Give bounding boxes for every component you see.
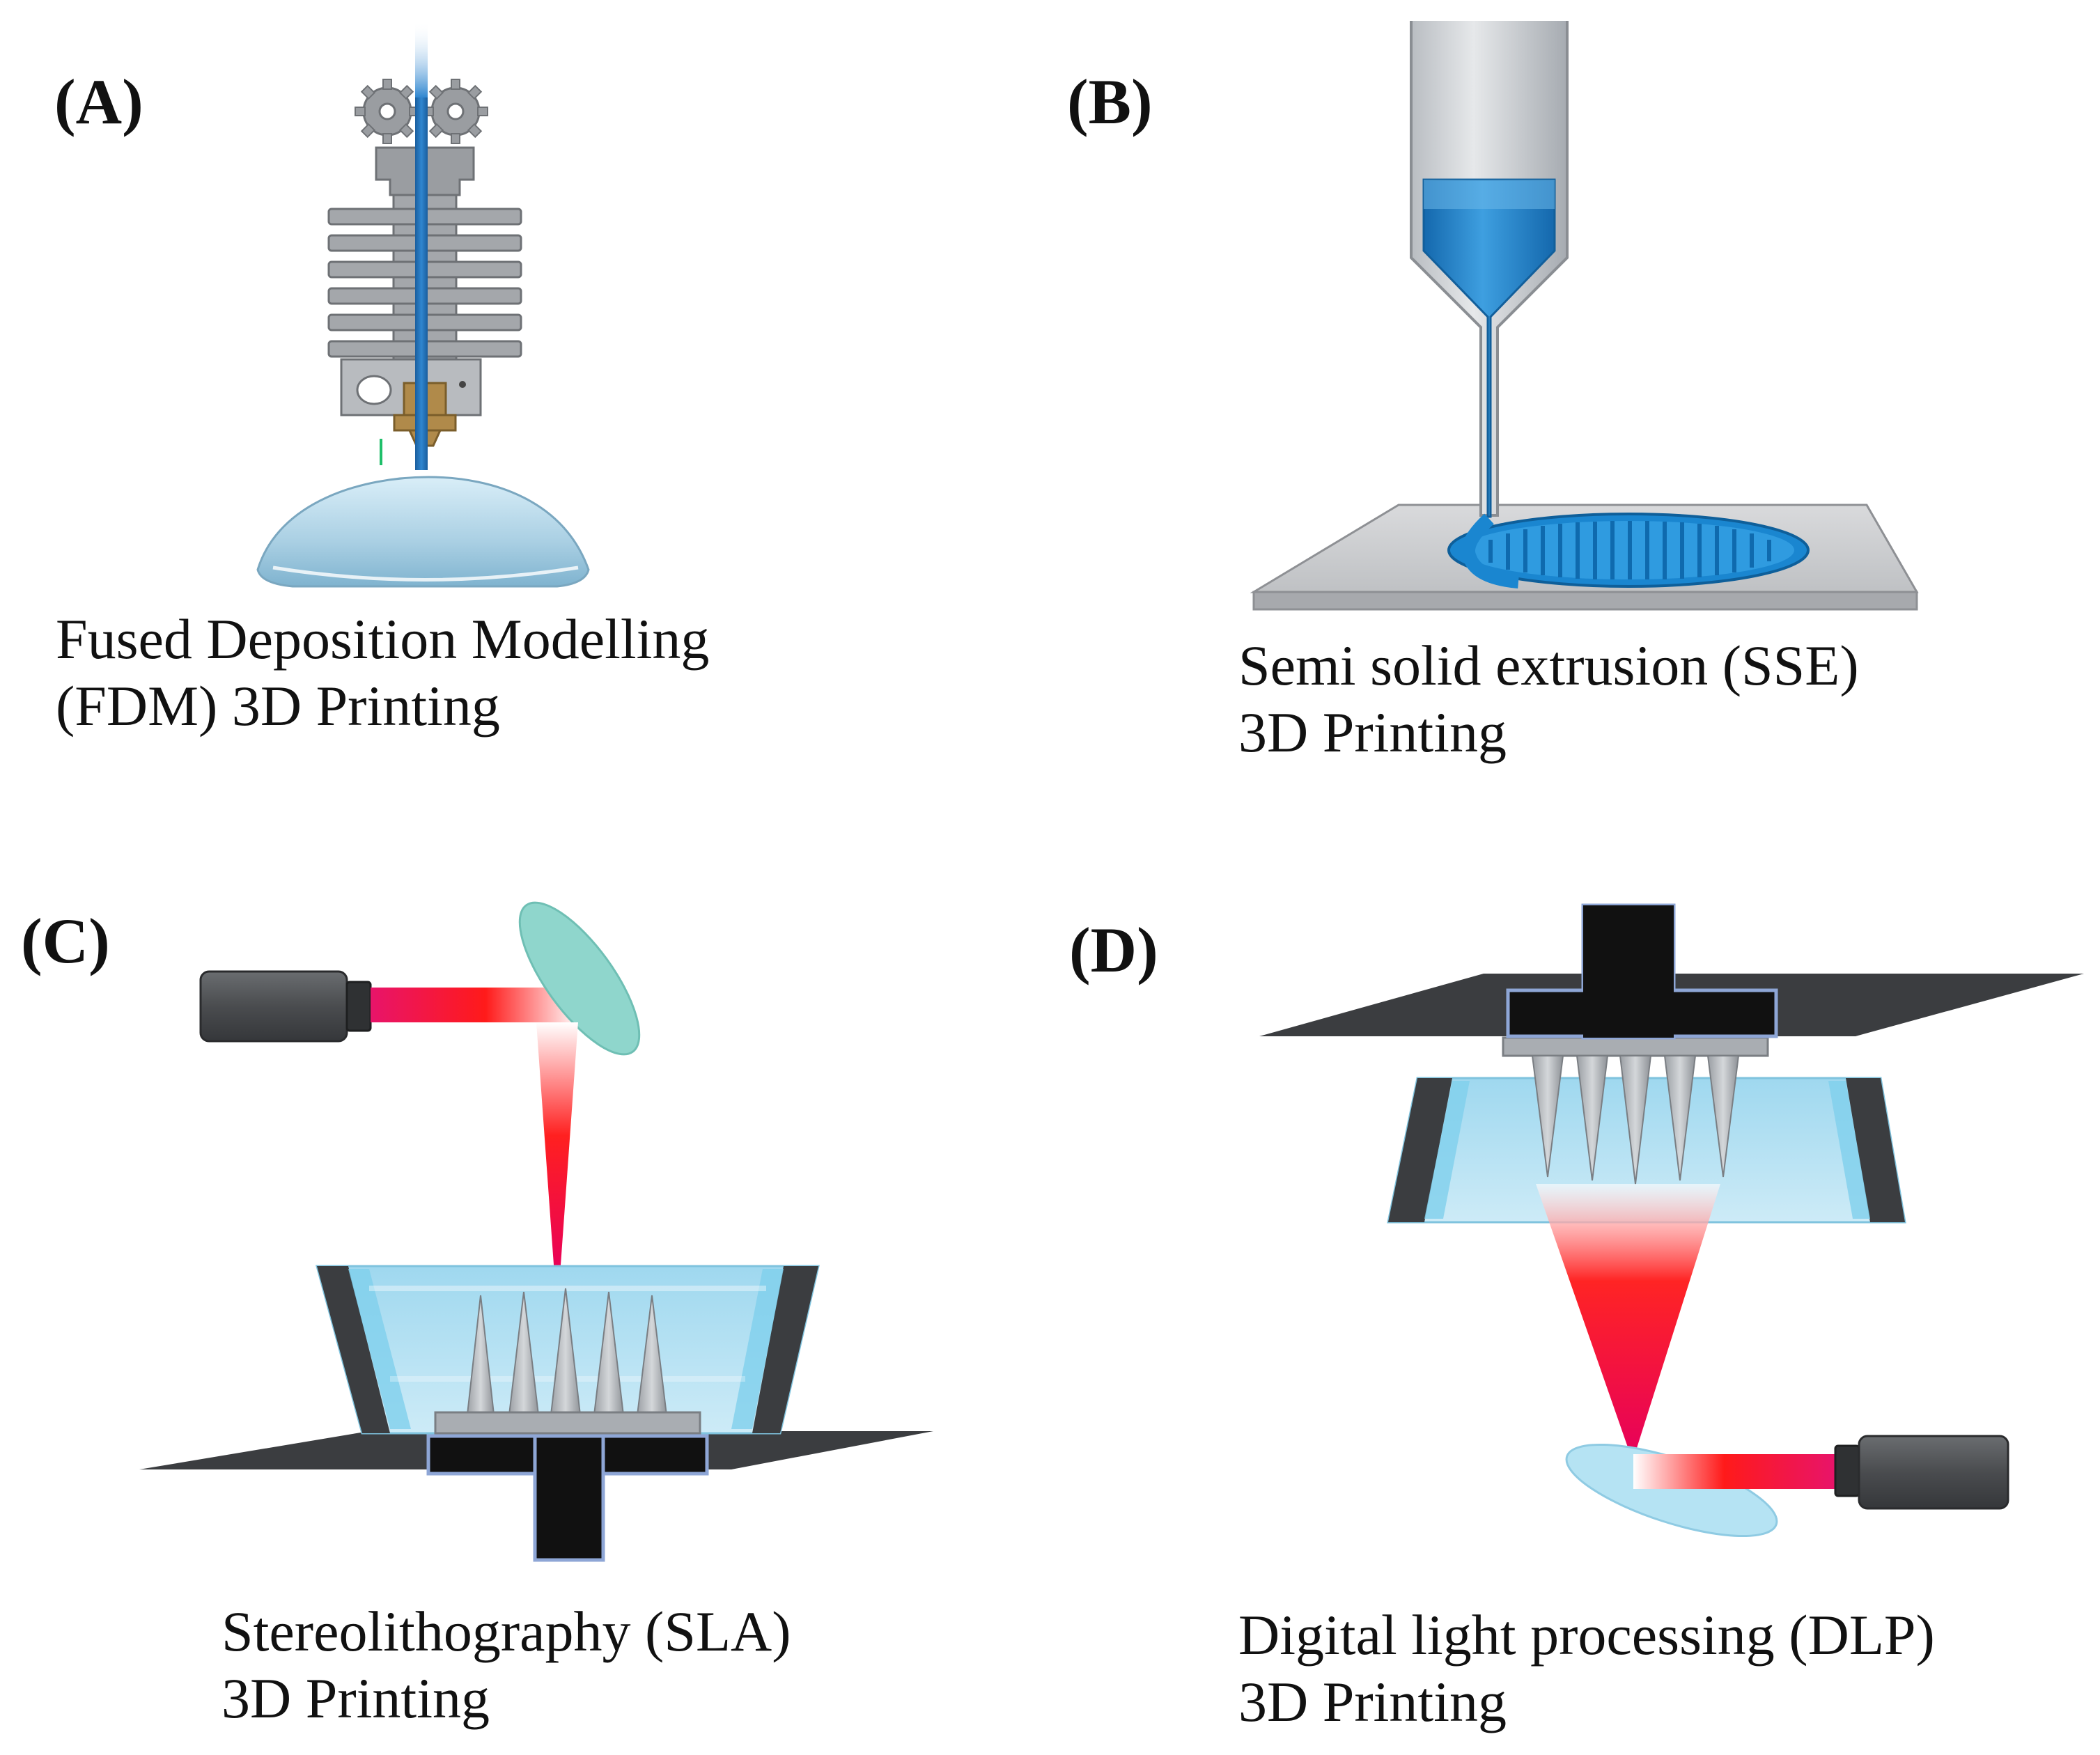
filament-top [415, 21, 428, 98]
mirror-icon [518, 901, 641, 1056]
panel-b-caption-line2: 3D Printing [1238, 701, 1507, 764]
filament [415, 98, 428, 470]
panel-d-caption-line1: Digital light processing (DLP) [1238, 1603, 1935, 1667]
laser-beam-horizontal [371, 988, 580, 1022]
laser-source-icon [199, 970, 372, 1043]
build-platform-icon [1506, 903, 1778, 1040]
panel-b-caption: Semi solid extrusion (SSE) 3D Printing [1238, 632, 1859, 766]
dlp-illustration [1259, 903, 2084, 1538]
panel-a-caption-line2: (FDM) 3D Printing [56, 674, 500, 738]
panel-c-label: (C) [21, 905, 110, 976]
laser-beam-vertical [536, 1022, 578, 1274]
panel-b-label: (B) [1067, 66, 1153, 137]
panel-d-label: (D) [1069, 914, 1158, 985]
panel-b-caption-line1: Semi solid extrusion (SSE) [1238, 634, 1859, 697]
panel-d-caption: Digital light processing (DLP) 3D Printi… [1238, 1602, 1935, 1736]
panel-a-caption-line1: Fused Deposition Modelling [56, 607, 710, 671]
deposited-ink-pattern [1447, 513, 1810, 588]
printed-lens-object [256, 476, 590, 588]
needle-base-plate [1502, 1036, 1769, 1057]
resin-vat-icon [1387, 1077, 1906, 1224]
sse-illustration [1250, 21, 1919, 611]
panel-c-caption-line1: Stereolithography (SLA) [221, 1600, 791, 1663]
panel-d-caption-line2: 3D Printing [1238, 1670, 1507, 1733]
panel-c-caption: Stereolithography (SLA) 3D Printing [221, 1598, 791, 1732]
panel-c-caption-line2: 3D Printing [221, 1667, 490, 1730]
laser-source-icon [1834, 1435, 2009, 1510]
heater-hole [356, 375, 392, 405]
gear-icon [355, 79, 420, 144]
fdm-illustration [256, 21, 590, 588]
laser-beam-horizontal [1633, 1454, 1835, 1489]
panel-a-caption: Fused Deposition Modelling (FDM) 3D Prin… [56, 606, 709, 740]
light-cone [1536, 1184, 1720, 1461]
sla-illustration [139, 901, 933, 1562]
gear-icon [423, 79, 488, 144]
resin-vat-icon [316, 1265, 820, 1435]
mirror-icon [1565, 1443, 1778, 1538]
panel-a-label: (A) [54, 66, 143, 137]
thermistor-dot [459, 381, 466, 388]
microneedle-array-icon [434, 1288, 701, 1435]
syringe-icon [1410, 21, 1569, 518]
microneedle-array-icon [1531, 1055, 1740, 1185]
build-platform-icon [426, 1434, 709, 1562]
